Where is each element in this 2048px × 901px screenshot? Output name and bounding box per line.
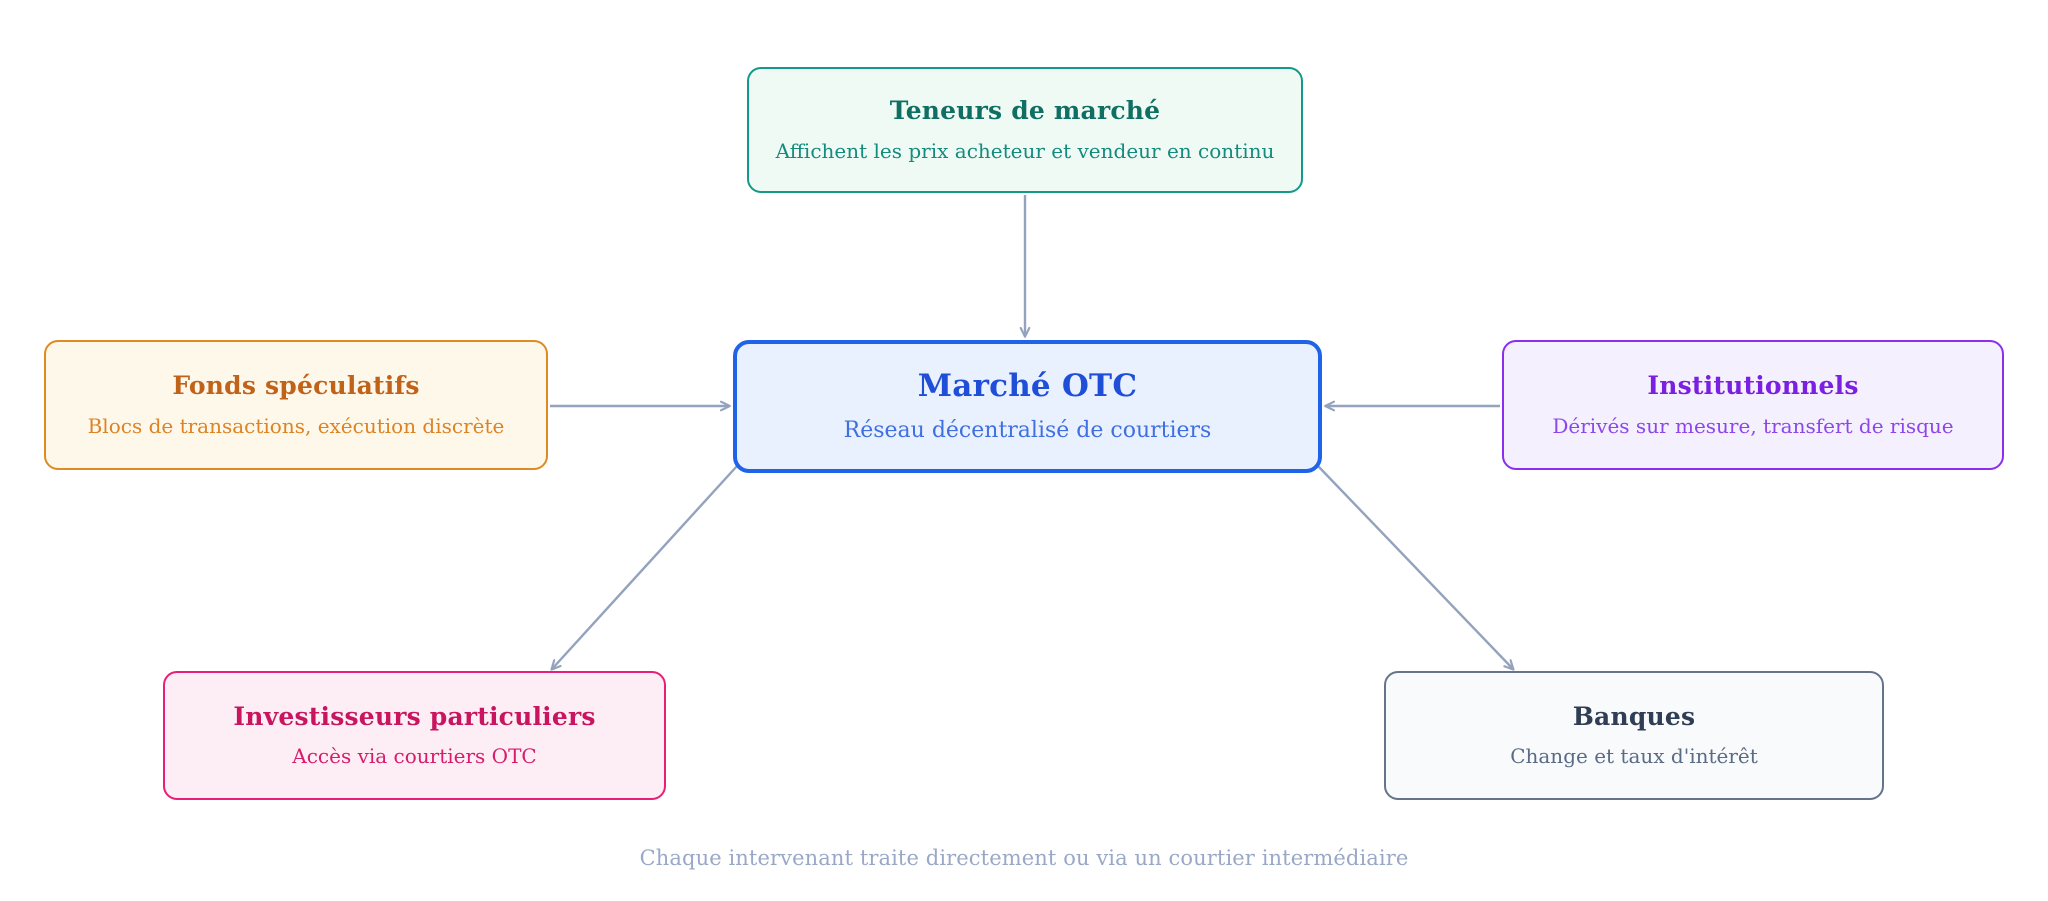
node-otc-market-title: Marché OTC xyxy=(917,367,1138,404)
node-retail-investors[interactable]: Investisseurs particuliers Accès via cou… xyxy=(163,671,666,800)
node-retail-investors-subtitle: Accès via courtiers OTC xyxy=(292,744,537,769)
node-retail-investors-title: Investisseurs particuliers xyxy=(233,701,596,731)
node-institutional[interactable]: Institutionnels Dérivés sur mesure, tran… xyxy=(1502,340,2004,470)
node-market-makers[interactable]: Teneurs de marché Affichent les prix ach… xyxy=(747,67,1303,193)
edge-otc-to-banks xyxy=(1317,465,1513,669)
node-banks[interactable]: Banques Change et taux d'intérêt xyxy=(1384,671,1884,800)
node-banks-subtitle: Change et taux d'intérêt xyxy=(1510,744,1758,769)
node-market-makers-title: Teneurs de marché xyxy=(889,96,1161,126)
node-institutional-title: Institutionnels xyxy=(1647,371,1859,401)
node-hedge-funds-title: Fonds spéculatifs xyxy=(172,371,420,401)
node-otc-market-subtitle: Réseau décentralisé de courtiers xyxy=(843,417,1212,443)
node-hedge-funds[interactable]: Fonds spéculatifs Blocs de transactions,… xyxy=(44,340,548,470)
node-otc-market[interactable]: Marché OTC Réseau décentralisé de courti… xyxy=(733,340,1322,473)
node-institutional-subtitle: Dérivés sur mesure, transfert de risque xyxy=(1552,413,1954,438)
node-hedge-funds-subtitle: Blocs de transactions, exécution discrèt… xyxy=(87,413,505,438)
diagram-caption: Chaque intervenant traite directement ou… xyxy=(639,846,1409,870)
node-banks-title: Banques xyxy=(1572,701,1696,731)
node-market-makers-subtitle: Affichent les prix acheteur et vendeur e… xyxy=(775,138,1275,163)
edge-otc-to-retail xyxy=(552,465,738,669)
